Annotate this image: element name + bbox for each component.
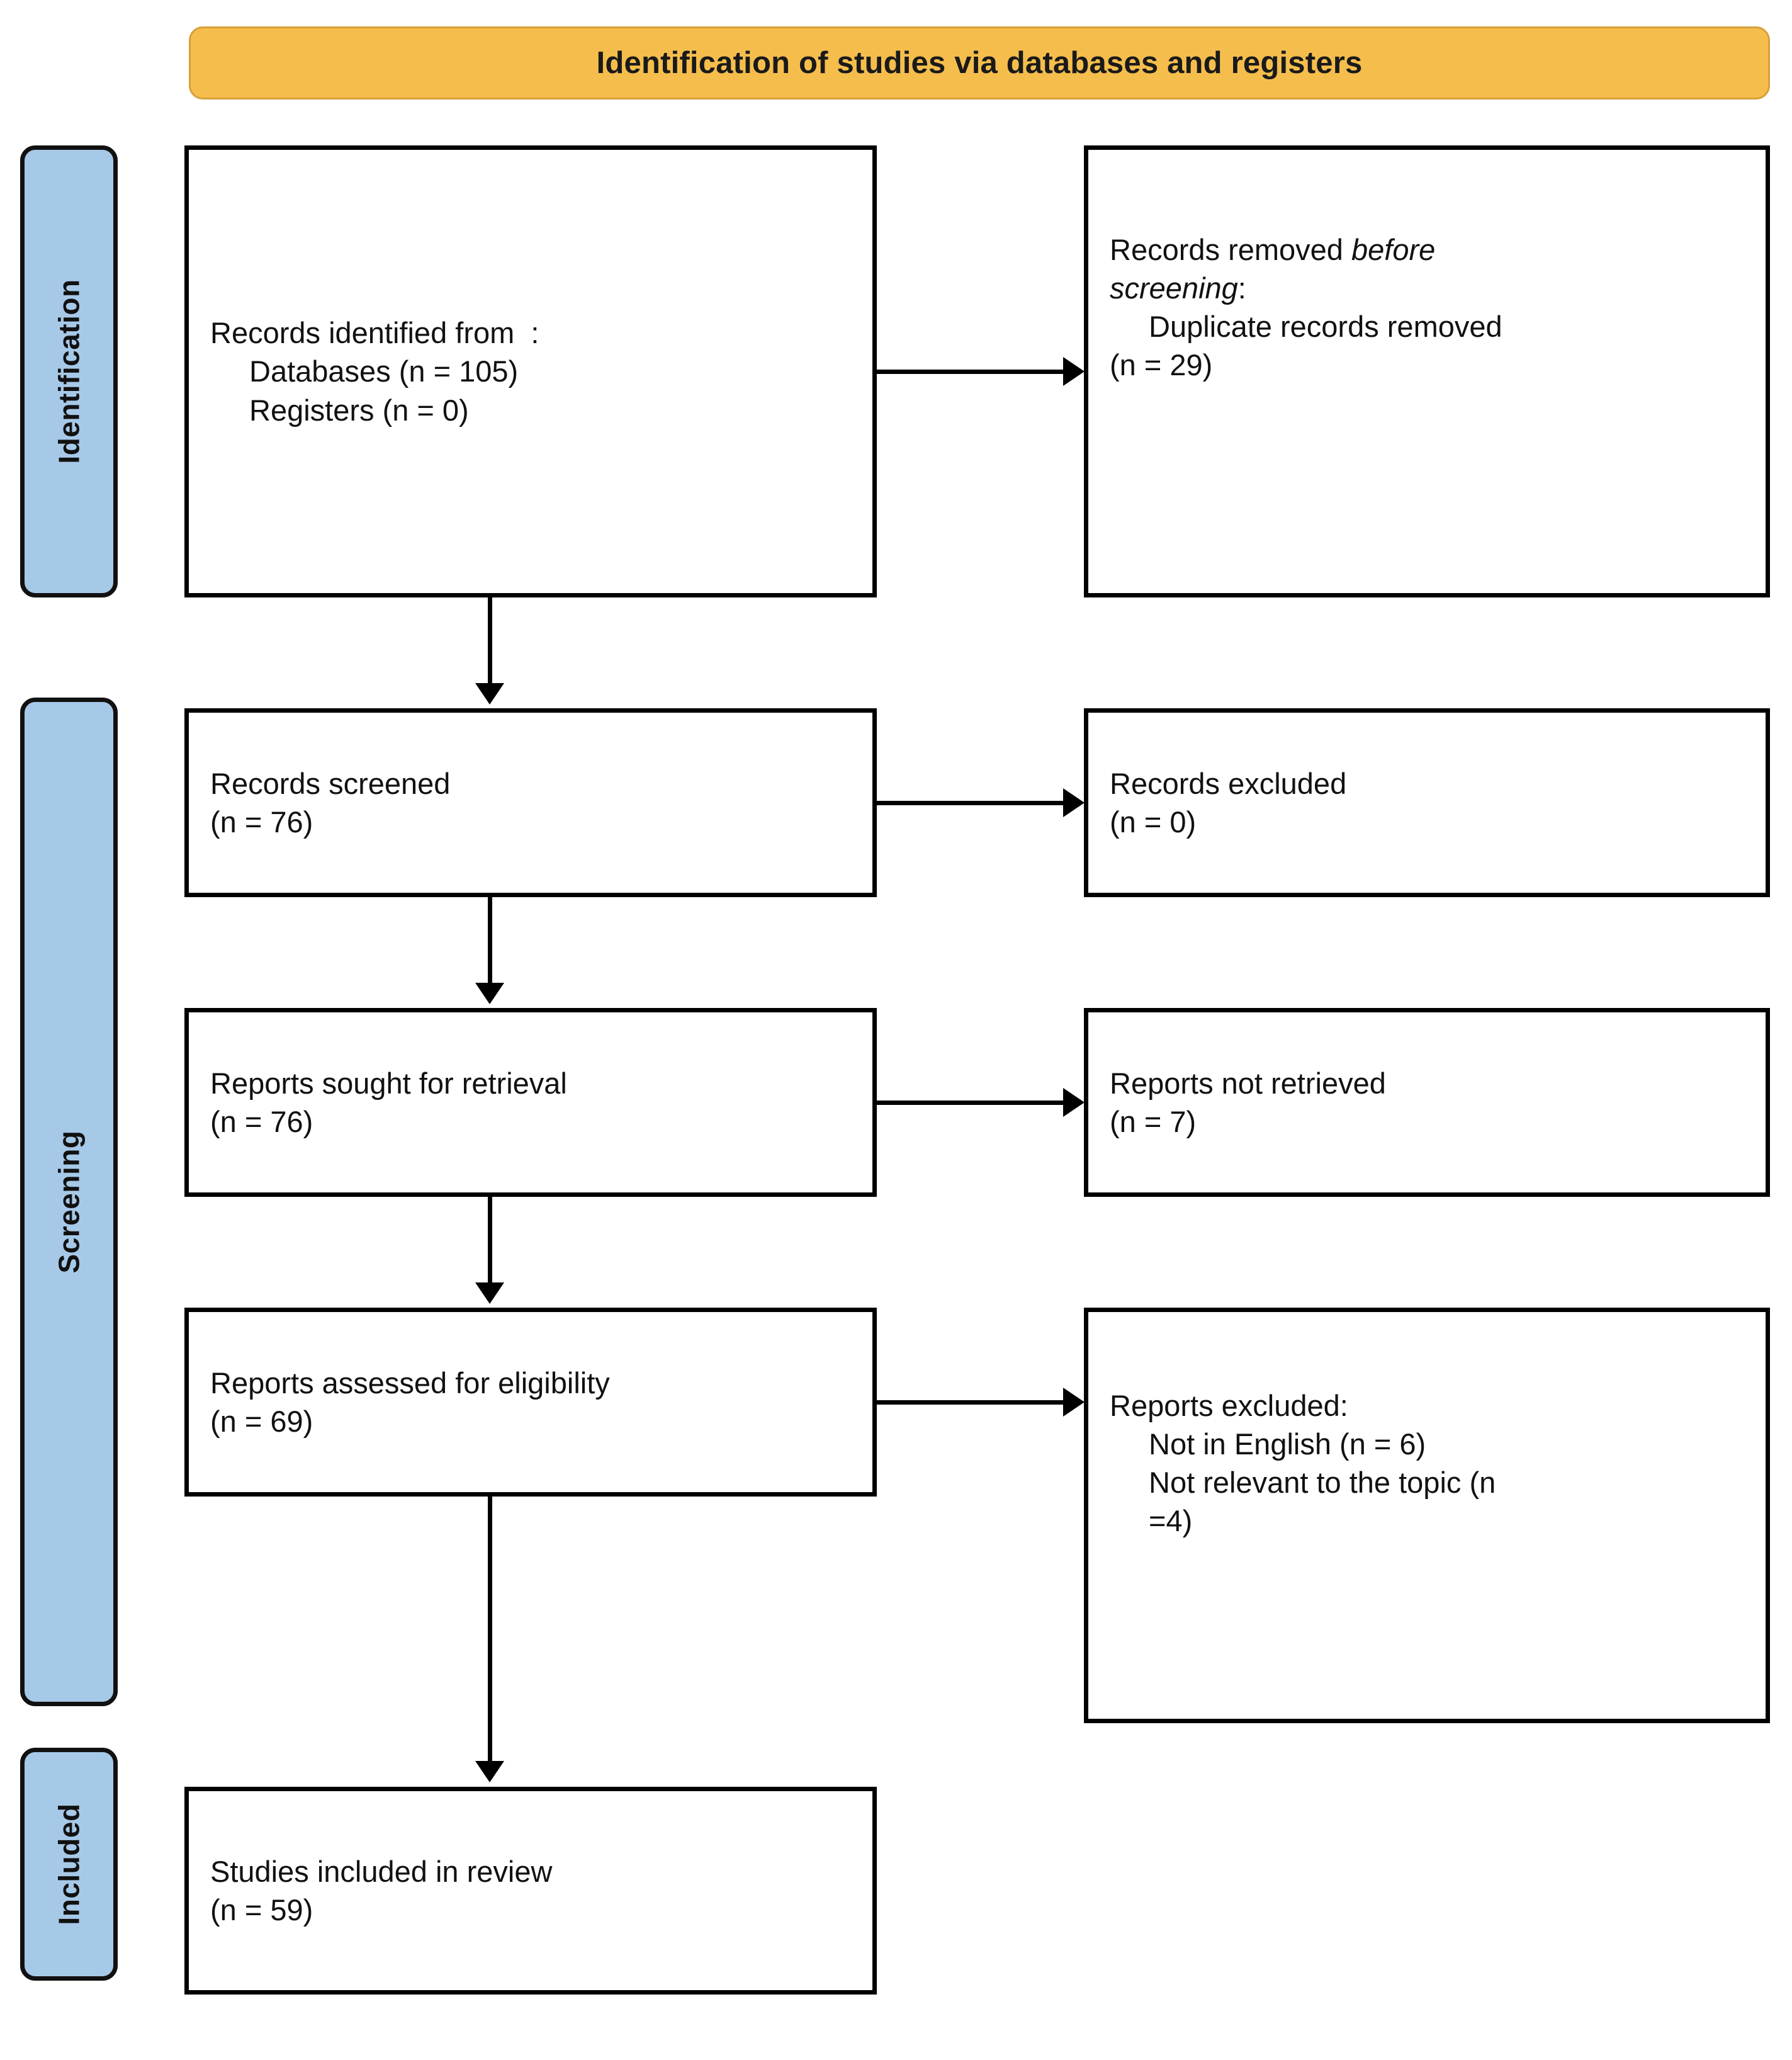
box-studies-included: Studies included in review (n = 59) [184,1787,877,1995]
box-reports-sought-text: Reports sought for retrieval (n = 76) [189,1064,872,1141]
records-screened-line-1: Records screened [210,766,451,800]
records-identified-line-1: Records identified from : [210,316,539,350]
reports-excluded-line-1: Not in English (n = 6) [1149,1427,1426,1461]
box-reports-not-retrieved: Reports not retrieved (n = 7) [1084,1008,1770,1197]
studies-included-line-2: (n = 59) [210,1893,313,1927]
box-reports-sought: Reports sought for retrieval (n = 76) [184,1008,877,1197]
records-removed-prefix: Records removed [1110,233,1351,266]
records-removed-line-4: (n = 29) [1110,348,1213,382]
records-removed-italic-before: before [1351,233,1436,266]
box-records-identified: Records identified from : Databases (n =… [184,145,877,597]
box-records-screened-text: Records screened (n = 76) [189,764,872,841]
diagram-banner: Identification of studies via databases … [189,26,1770,99]
box-reports-assessed: Reports assessed for eligibility (n = 69… [184,1308,877,1497]
arrowhead-identified-to-screened [475,683,504,705]
reports-not-retrieved-line-1: Reports not retrieved [1110,1066,1386,1100]
box-records-excluded: Records excluded (n = 0) [1084,708,1770,897]
reports-excluded-line-3: =4) [1149,1504,1193,1538]
arrowhead-assessed-to-excluded [1063,1388,1085,1417]
stage-label-identification-text: Identification [52,279,86,464]
stage-label-identification: Identification [20,145,118,597]
stage-label-included-text: Included [52,1803,86,1925]
reports-assessed-line-1: Reports assessed for eligibility [210,1366,610,1400]
reports-not-retrieved-line-2: (n = 7) [1110,1105,1197,1138]
box-studies-included-text: Studies included in review (n = 59) [189,1852,872,1929]
connector-screened-to-sought [488,897,492,985]
box-records-removed-before-screening: Records removed before screening: Duplic… [1084,145,1770,597]
box-records-identified-text: Records identified from : Databases (n =… [189,314,872,429]
box-reports-assessed-text: Reports assessed for eligibility (n = 69… [189,1364,872,1440]
box-reports-excluded-text: Reports excluded: Not in English (n = 6)… [1088,1312,1766,1540]
connector-assessed-to-excluded [877,1400,1063,1405]
stage-label-screening-text: Screening [52,1130,86,1274]
connector-sought-to-assessed [488,1197,492,1285]
connector-sought-to-not-retrieved [877,1101,1063,1105]
reports-excluded-heading: Reports excluded: [1110,1389,1348,1422]
reports-excluded-line-2: Not relevant to the topic (n [1149,1466,1496,1500]
arrowhead-assessed-to-included [475,1761,504,1782]
connector-identified-to-screened [488,597,492,686]
connector-screened-to-excluded [877,801,1063,805]
records-removed-italic-screening: screening [1110,271,1238,305]
records-excluded-line-1: Records excluded [1110,766,1347,800]
arrowhead-screened-to-excluded [1063,788,1085,817]
reports-sought-line-2: (n = 76) [210,1105,313,1138]
box-records-removed-text: Records removed before screening: Duplic… [1088,150,1766,384]
records-removed-colon: : [1237,271,1246,305]
arrowhead-sought-to-not-retrieved [1063,1088,1085,1117]
arrowhead-screened-to-sought [475,983,504,1004]
box-records-excluded-text: Records excluded (n = 0) [1088,764,1766,841]
records-removed-line-3: Duplicate records removed [1149,310,1502,344]
box-records-screened: Records screened (n = 76) [184,708,877,897]
records-identified-line-3: Registers (n = 0) [249,393,469,427]
arrowhead-identified-to-removed [1063,357,1085,386]
reports-assessed-line-2: (n = 69) [210,1405,313,1438]
arrowhead-sought-to-assessed [475,1282,504,1304]
records-removed-line-2: screening: [1110,269,1744,307]
records-excluded-line-2: (n = 0) [1110,805,1197,839]
studies-included-line-1: Studies included in review [210,1854,553,1888]
stage-label-included: Included [20,1748,118,1981]
box-reports-excluded: Reports excluded: Not in English (n = 6)… [1084,1308,1770,1723]
stage-label-screening: Screening [20,698,118,1706]
reports-sought-line-1: Reports sought for retrieval [210,1066,567,1100]
box-reports-not-retrieved-text: Reports not retrieved (n = 7) [1088,1064,1766,1141]
records-removed-line-1: Records removed before [1110,230,1744,269]
connector-identified-to-removed [877,370,1063,374]
records-identified-line-2: Databases (n = 105) [249,354,519,388]
records-screened-line-2: (n = 76) [210,805,313,839]
banner-title: Identification of studies via databases … [596,46,1363,80]
connector-assessed-to-included [488,1497,492,1763]
